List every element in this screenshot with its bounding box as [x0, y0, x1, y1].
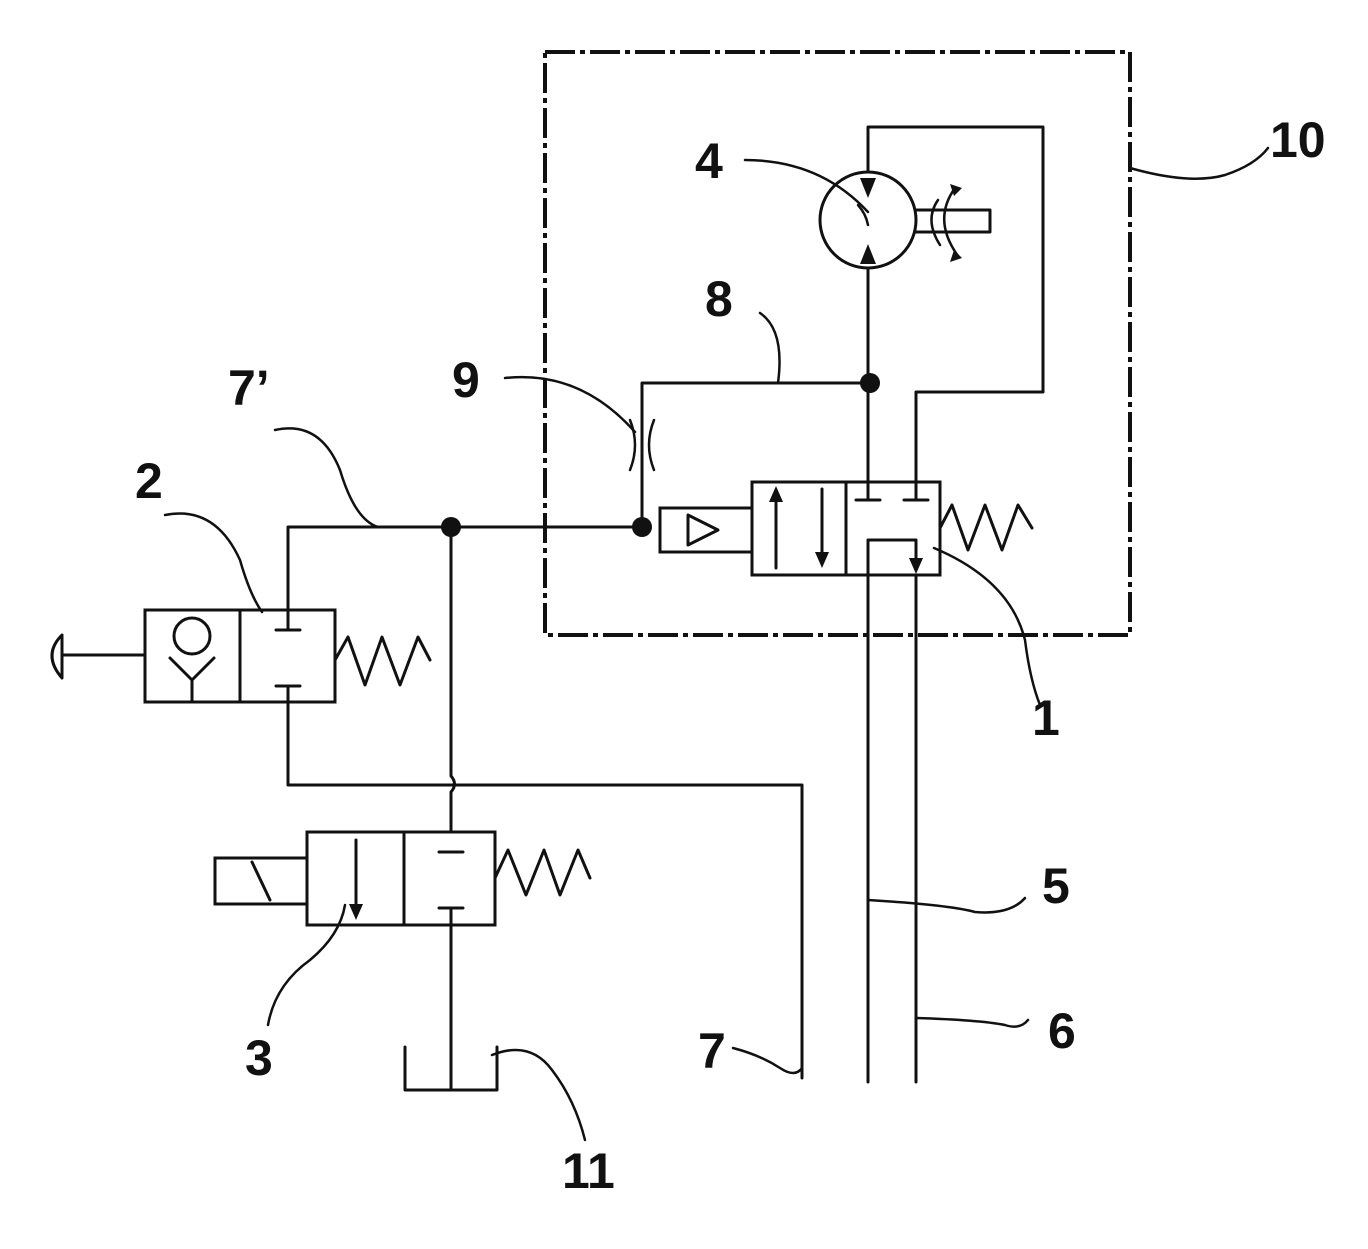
- label-1: 1: [1032, 690, 1060, 746]
- label-10: 10: [1270, 112, 1326, 168]
- label-7: 7: [698, 1023, 726, 1079]
- label-11: 11: [562, 1143, 615, 1199]
- label-2: 2: [135, 453, 163, 509]
- label-8: 8: [705, 271, 733, 327]
- junction-to-valve-3: [451, 527, 455, 833]
- label-7-prime: 7’: [228, 360, 270, 416]
- label-9: 9: [452, 352, 480, 408]
- hydraulic-motor-4: [820, 172, 990, 268]
- label-5: 5: [1042, 858, 1070, 914]
- valve-2: [52, 610, 430, 702]
- valve-1: [660, 482, 1032, 575]
- line-7-prime: [288, 527, 642, 612]
- junction-dot-valve-1-pilot: [632, 517, 652, 537]
- label-3: 3: [245, 1030, 273, 1086]
- junction-dot-motor: [860, 373, 880, 393]
- label-4: 4: [695, 133, 723, 189]
- junction-dot-line-7-prime: [441, 517, 461, 537]
- label-6: 6: [1048, 1003, 1076, 1059]
